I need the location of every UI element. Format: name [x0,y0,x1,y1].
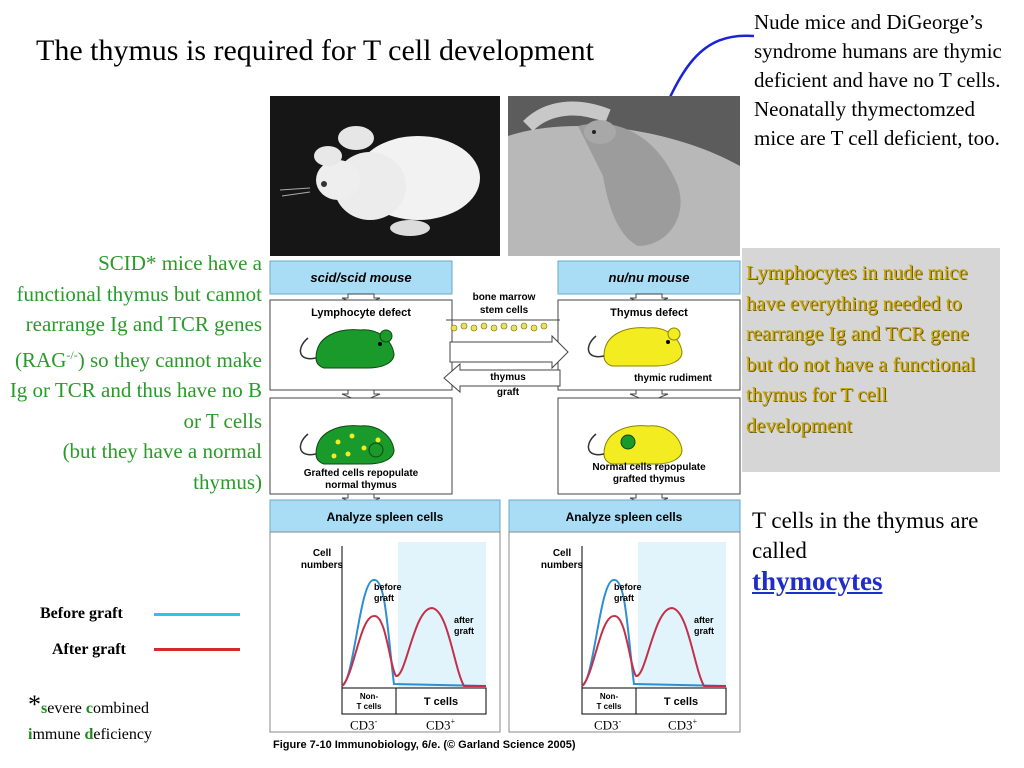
analyze-left-label: Analyze spleen cells [327,510,444,524]
nude-header-box [557,260,741,295]
before-graft-label-r1: before [614,582,642,592]
scid-mouse-photo [270,96,500,256]
footnote-combined: ombined [92,700,149,717]
cell-numbers-label-r1: Cell [553,548,572,559]
analyze-left-header [269,499,501,533]
thymus-graft-figure: scid/scid mouse nu/nu mouse Lymphocyte d… [269,260,741,733]
thymocytes-note: T cells in the thymus are called thymocy… [752,506,1018,598]
thymic-rudiment-label: thymic rudiment [634,373,712,384]
before-graft-label-l1: before [374,582,402,592]
after-graft-label-r2: graft [694,626,714,636]
scid-note-text-3: (but they have a normal thymus) [62,439,262,494]
cell-numbers-label-1: Cell [313,548,332,559]
footnote-i: i [28,726,33,743]
nude-mice-note: Nude mice and DiGeorge’s syndrome humans… [754,10,1002,150]
nude-repop-line1: Normal cells repopulate [592,462,706,473]
non-t-cells-label-r1: Non- [600,692,619,701]
footnote-severe: evere [47,700,86,717]
cd3-minus-left: CD3- [350,717,378,733]
non-t-cells-label-l2: T cells [357,702,382,711]
after-graft-label-l1: after [454,615,474,625]
thymocytes-note-text: T cells in the thymus are called [752,508,979,563]
nude-note-text: Lymphocytes in nude mice have everything… [746,262,976,437]
before-graft-label-l2: graft [374,593,394,603]
scid-repop-line2: normal thymus [325,480,397,491]
slide-title: The thymus is required for T cell develo… [36,34,594,67]
scid-note-text: SCID* mice have a functional thymus but … [15,251,262,372]
cell-numbers-label-r2: numbers [541,560,584,571]
scid-header: scid/scid mouse [310,270,411,285]
t-cells-label-right: T cells [664,696,698,708]
before-graft-label-r2: graft [614,593,634,603]
footnote-d: d [84,726,94,743]
footnote-s: s [41,700,48,717]
graft-label: graft [497,387,520,398]
nude-mouse-photo [508,96,740,256]
nude-note-box: Lymphocytes in nude mice have everything… [742,248,1000,472]
stem-cells-label: stem cells [480,305,529,316]
scid-note: SCID* mice have a functional thymus but … [8,248,262,497]
legend-after-line [154,648,240,651]
after-graft-label-l2: graft [454,626,474,636]
figure-caption: Figure 7-10 Immunobiology, 6/e. (© Garla… [273,739,576,751]
scid-footnote: *severe combined immune deficiency [28,692,258,748]
non-t-cells-label-r2: T cells [597,702,622,711]
legend-before-line [154,613,240,616]
nude-header: nu/nu mouse [609,270,690,285]
nude-repop-line2: grafted thymus [613,474,686,485]
footnote-immune: mmune [32,726,85,743]
thymocytes-term: thymocytes [752,566,883,596]
scid-header-box [269,260,453,295]
non-t-cells-label-l1: Non- [360,692,379,701]
analyze-right-label: Analyze spleen cells [566,510,683,524]
t-cells-label-left: T cells [424,696,458,708]
cd3-minus-right: CD3- [594,717,622,733]
legend-before-label: Before graft [40,605,123,622]
cell-numbers-label-2: numbers [301,560,344,571]
lymphocyte-defect-label: Lymphocyte defect [311,307,411,319]
thymus-defect-label: Thymus defect [610,307,688,319]
cd3-plus-right: CD3+ [668,717,698,733]
scid-repop-line1: Grafted cells repopulate [304,468,419,479]
cd3-plus-left: CD3+ [426,717,456,733]
scid-note-text-2: ) so they cannot make Ig or TCR and thus… [9,347,262,433]
footnote-deficiency: eficiency [93,726,152,743]
rag-superscript: -/- [66,347,78,362]
legend-after-label: After graft [52,641,126,658]
footnote-c: c [85,700,93,717]
after-graft-label-r1: after [694,615,714,625]
bone-marrow-label: bone marrow [473,292,536,303]
thymus-label: thymus [490,372,526,383]
footnote-star: * [28,690,41,719]
